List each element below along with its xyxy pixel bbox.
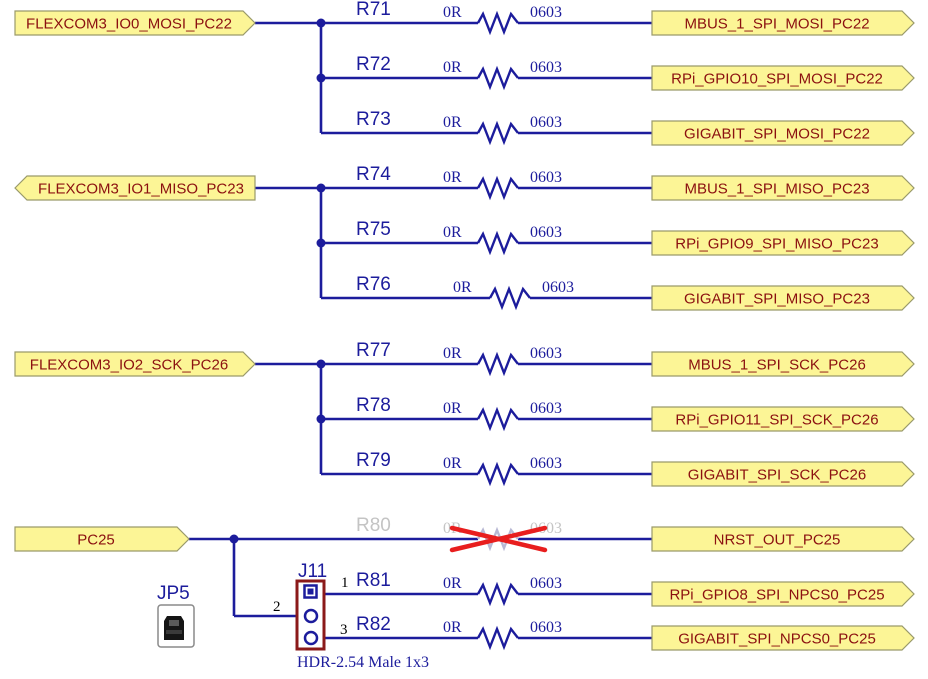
jumper-cap-icon — [157, 604, 195, 648]
resistor-symbol — [476, 10, 519, 36]
output-net-label-flag — [651, 461, 915, 487]
output-net-label: RPi_GPIO11_SPI_SCK_PC26 — [675, 412, 878, 429]
output-net-label: GIGABIT_SPI_NPCS0_PC25 — [678, 631, 876, 648]
resistor-package: 0603 — [530, 400, 562, 417]
resistor-value: 0R — [443, 4, 462, 21]
resistor-value: 0R — [443, 575, 462, 592]
resistor-ref: R72 — [356, 54, 391, 75]
resistor-package: 0603 — [542, 279, 574, 296]
resistor-symbol — [476, 65, 519, 91]
resistor-package: 0603 — [530, 59, 562, 76]
resistor-package: 0603 — [530, 114, 562, 131]
resistor-value: 0R — [443, 169, 462, 186]
input-net-label-3: FLEXCOM3_IO2_SCK_PC26 — [30, 357, 228, 374]
resistor-symbol — [476, 230, 519, 256]
header-pin-2-label: 2 — [273, 599, 281, 615]
header-description: HDR-2.54 Male 1x3 — [297, 654, 429, 671]
input-net-label-2: FLEXCOM3_IO1_MISO_PC23 — [38, 181, 244, 198]
output-net-label-flag — [651, 120, 915, 146]
output-net-label-flag — [651, 230, 915, 256]
header-pin-1-pad-fill — [307, 588, 314, 595]
resistor-symbol — [476, 175, 519, 201]
output-net-label: MBUS_1_SPI_MOSI_PC22 — [684, 16, 869, 33]
output-net-label-flag — [651, 65, 915, 91]
output-net-label: RPi_GPIO9_SPI_MISO_PC23 — [675, 236, 878, 253]
header-ref: J11 — [298, 561, 327, 582]
output-net-label: RPi_GPIO8_SPI_NPCS0_PC25 — [669, 587, 884, 604]
jumper-jp5: JP5 — [157, 583, 195, 648]
output-net-label-flag — [651, 625, 915, 651]
resistor-value: 0R — [443, 114, 462, 131]
resistor-value: 0R — [443, 455, 462, 472]
resistor-package: 0603 — [530, 575, 562, 592]
resistor-ref: R81 — [356, 570, 391, 591]
output-net-label: NRST_OUT_PC25 — [714, 532, 841, 549]
resistor-symbol — [476, 526, 519, 552]
resistor-symbol — [476, 120, 519, 146]
resistor-ref: R73 — [356, 109, 391, 130]
output-net-label-flag — [651, 351, 915, 377]
output-net-label-flag — [651, 10, 915, 36]
output-net-label: GIGABIT_SPI_MOSI_PC22 — [684, 126, 870, 143]
dnp-cross-icon — [449, 525, 548, 553]
resistor-symbol — [476, 625, 519, 651]
resistor-ref: R79 — [356, 450, 391, 471]
input-net-label-3-flag — [14, 351, 256, 377]
resistor-symbol — [476, 406, 519, 432]
output-net-label: RPi_GPIO10_SPI_MOSI_PC22 — [671, 71, 883, 88]
header-pin-3-round-pad — [303, 630, 319, 646]
output-net-label: GIGABIT_SPI_SCK_PC26 — [688, 467, 866, 484]
resistor-ref: R78 — [356, 395, 391, 416]
output-net-label: GIGABIT_SPI_MISO_PC23 — [684, 291, 870, 308]
output-net-label: MBUS_1_SPI_MISO_PC23 — [684, 181, 869, 198]
resistor-symbol — [488, 285, 531, 311]
resistor-package: 0603 — [530, 4, 562, 21]
resistor-value: 0R — [443, 400, 462, 417]
output-net-label-flag — [651, 406, 915, 432]
resistor-ref: R71 — [356, 0, 391, 20]
resistor-ref: R76 — [356, 274, 391, 295]
wires — [189, 18, 652, 640]
output-net-label: MBUS_1_SPI_SCK_PC26 — [688, 357, 866, 374]
resistor-ref: R75 — [356, 219, 391, 240]
output-net-label-flag — [651, 581, 915, 607]
resistor-value: 0R — [453, 279, 472, 296]
resistor-symbol — [476, 581, 519, 607]
input-net-label-4: PC25 — [77, 532, 115, 549]
resistor-symbol — [476, 461, 519, 487]
header-pin-3-label: 3 — [340, 622, 348, 638]
resistors — [476, 10, 531, 651]
resistor-ref: R80 — [356, 515, 391, 536]
output-net-label-flag — [651, 526, 915, 552]
header-pin-1-label: 1 — [341, 575, 349, 591]
resistor-value: 0R — [443, 224, 462, 241]
input-net-label-1-flag — [14, 10, 256, 36]
input-net-label-2-flag — [14, 175, 256, 201]
jumper-ref: JP5 — [157, 583, 190, 604]
resistor-package: 0603 — [530, 345, 562, 362]
resistor-package: 0603 — [530, 619, 562, 636]
header-j11: J11 1 2 3 HDR-2.54 Male 1x3 — [273, 561, 429, 671]
resistor-package: 0603 — [530, 224, 562, 241]
resistor-ref: R77 — [356, 340, 391, 361]
resistor-value: 0R — [443, 59, 462, 76]
resistor-ref: R82 — [356, 614, 391, 635]
resistor-value: 0R — [443, 345, 462, 362]
output-net-label-flag — [651, 175, 915, 201]
resistor-symbol — [476, 351, 519, 377]
resistor-value: 0R — [443, 619, 462, 636]
header-pin-2-round-pad — [303, 608, 319, 624]
resistor-ref: R74 — [356, 164, 391, 185]
output-net-label-flag — [651, 285, 915, 311]
input-net-label-1: FLEXCOM3_IO0_MOSI_PC22 — [26, 16, 232, 33]
resistor-package: 0603 — [530, 455, 562, 472]
input-net-label-4-flag — [14, 526, 190, 552]
resistor-package: 0603 — [530, 169, 562, 186]
net-labels: FLEXCOM3_IO0_MOSI_PC22 MBUS_1_SPI_MOSI_PC… — [14, 10, 915, 651]
